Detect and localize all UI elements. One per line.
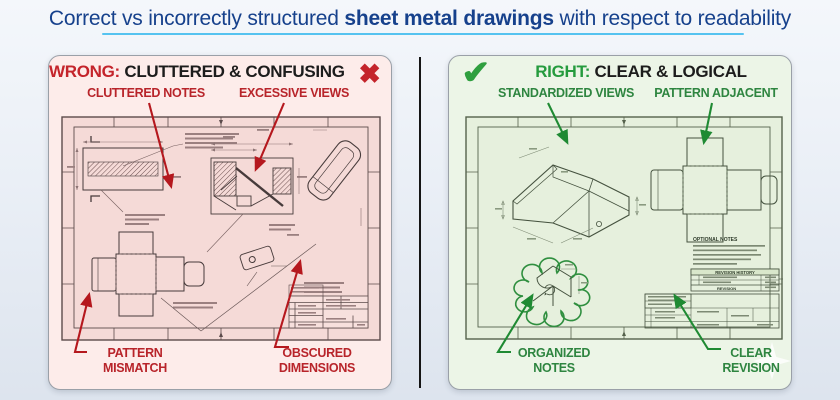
section-view-1 xyxy=(75,136,184,213)
sheet-frame xyxy=(61,116,381,341)
revision-history-title: REVISION HISTORY xyxy=(715,270,755,275)
right-drawing-sheet: OPTIONAL NOTES REVISION HISTORY REVISION xyxy=(465,116,783,340)
wrong-heading-rest: CLUTTERED & CONFUSING xyxy=(119,62,345,81)
callout-line: NOTES xyxy=(533,361,575,375)
optional-notes: OPTIONAL NOTES xyxy=(693,237,765,265)
callout-pattern-adjacent: PATTERN ADJACENT xyxy=(654,86,778,100)
callout-cluttered-notes: CLUTTERED NOTES xyxy=(87,86,205,100)
revision-cloud xyxy=(513,257,591,328)
optional-notes-title: OPTIONAL NOTES xyxy=(693,237,738,243)
section-view-2 xyxy=(206,142,300,253)
right-panel: RIGHT: CLEAR & LOGICAL ✔ STANDARDIZED VI… xyxy=(448,54,792,390)
bracket-view xyxy=(307,129,362,226)
title-bold: sheet metal drawings xyxy=(344,7,554,30)
flat-pattern-view xyxy=(91,231,205,317)
page-title: Correct vs incorrectly structured sheet … xyxy=(0,7,840,31)
revision-history-table: REVISION HISTORY REVISION xyxy=(690,268,783,292)
x-mark-icon: ✖ xyxy=(358,59,381,89)
panel-divider xyxy=(419,57,421,388)
callout-line: ORGANIZED xyxy=(517,346,591,360)
callout-standardized-views: STANDARDIZED VIEWS xyxy=(497,86,635,100)
callout-line: DIMENSIONS xyxy=(278,361,356,375)
right-heading: RIGHT: CLEAR & LOGICAL xyxy=(449,62,791,82)
construction-lines xyxy=(160,243,317,332)
revision-label: REVISION xyxy=(717,286,736,291)
callout-line: PATTERN xyxy=(107,346,163,360)
wrong-heading-word: WRONG: xyxy=(49,62,120,81)
callout-line: OBSCURED xyxy=(282,346,352,360)
right-heading-rest: CLEAR & LOGICAL xyxy=(590,62,748,81)
checkmark-icon: ✔ xyxy=(459,54,493,91)
wrong-panel: WRONG: CLUTTERED & CONFUSING ✖ CLUTTERED… xyxy=(48,55,392,390)
callout-excessive-views: EXCESSIVE VIEWS xyxy=(238,86,350,100)
wrong-drawing-sheet xyxy=(61,116,381,341)
callout-line: MISMATCH xyxy=(102,361,168,375)
callout-line: CLEAR xyxy=(730,346,772,360)
sheet-frame xyxy=(465,116,783,340)
isometric-view xyxy=(495,146,646,244)
title-part2: with respect to readability xyxy=(553,7,792,30)
title-underline xyxy=(102,33,744,35)
callout-line: REVISION xyxy=(722,361,780,375)
title-block xyxy=(288,284,369,329)
wrong-heading: WRONG: CLUTTERED & CONFUSING xyxy=(49,62,391,82)
title-part1: Correct vs incorrectly structured xyxy=(48,7,345,30)
right-heading-word: RIGHT: xyxy=(535,62,591,81)
